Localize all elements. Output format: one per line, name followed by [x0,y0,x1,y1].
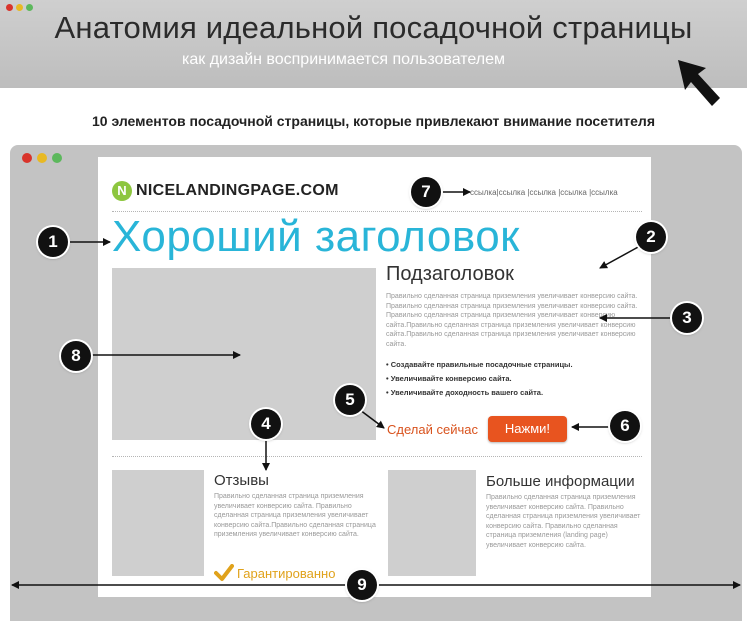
yellow-dot-icon [37,153,47,163]
more-info-image-placeholder [388,470,476,576]
green-dot-icon [52,153,62,163]
red-dot-icon [22,153,32,163]
more-info-title: Больше информации [486,473,635,490]
bullet-item: • Увеличивайте конверсию сайта. [386,374,512,383]
marker-5: 5 [335,385,365,415]
hero-image-placeholder [112,268,376,440]
nav-links[interactable]: ссылка|ссылка |ссылка |ссылка |ссылка [470,188,618,197]
marker-9: 9 [347,570,377,600]
marker-7: 7 [411,177,441,207]
marker-1: 1 [38,227,68,257]
divider-middle [112,456,642,457]
guarantee-badge: Гарантированно [214,564,335,582]
reviews-text: Правильно сделанная страница приземления… [214,493,376,538]
page-headline: Хороший заголовок [112,212,520,261]
red-dot-icon [6,4,13,11]
banner-window-dots [6,4,33,11]
checkmark-icon [214,564,234,581]
main-title: Анатомия идеальной посадочной страницы [54,10,693,45]
yellow-dot-icon [16,4,23,11]
marker-8: 8 [61,341,91,371]
cta-text: Сделай сейчас [387,422,478,437]
logo-text: NICELANDINGPAGE.COM [136,182,339,199]
top-banner: Анатомия идеальной посадочной страницы к… [0,0,747,106]
guarantee-label: Гарантированно [237,565,336,581]
site-logo[interactable]: N NICELANDINGPAGE.COM [112,181,339,201]
green-dot-icon [26,4,33,11]
more-info-text: Правильно сделанная страница приземления… [486,494,641,549]
marker-6: 6 [610,411,640,441]
bullet-item: • Создавайте правильные посадочные стран… [386,360,573,369]
benefit-bullets: • Создавайте правильные посадочные стран… [386,360,573,402]
intro-text: 10 элементов посадочной страницы, которы… [91,113,655,129]
frame-window-dots [22,153,62,163]
logo-badge-icon: N [112,181,132,201]
main-subtitle: как дизайн воспринимается пользователем [182,51,505,68]
divider-top [112,211,642,212]
reviews-image-placeholder [112,470,204,576]
marker-4: 4 [251,409,281,439]
reviews-title: Отзывы [214,472,269,489]
body-text: Правильно сделанная страница приземления… [386,293,638,348]
page-subheadline: Подзаголовок [386,263,514,285]
marker-3: 3 [672,303,702,333]
cursor-arrow-icon [678,60,720,106]
bullet-item: • Увеличивайте доходность вашего сайта. [386,388,544,397]
cta-button[interactable]: Нажми! [488,416,567,442]
marker-2: 2 [636,222,666,252]
